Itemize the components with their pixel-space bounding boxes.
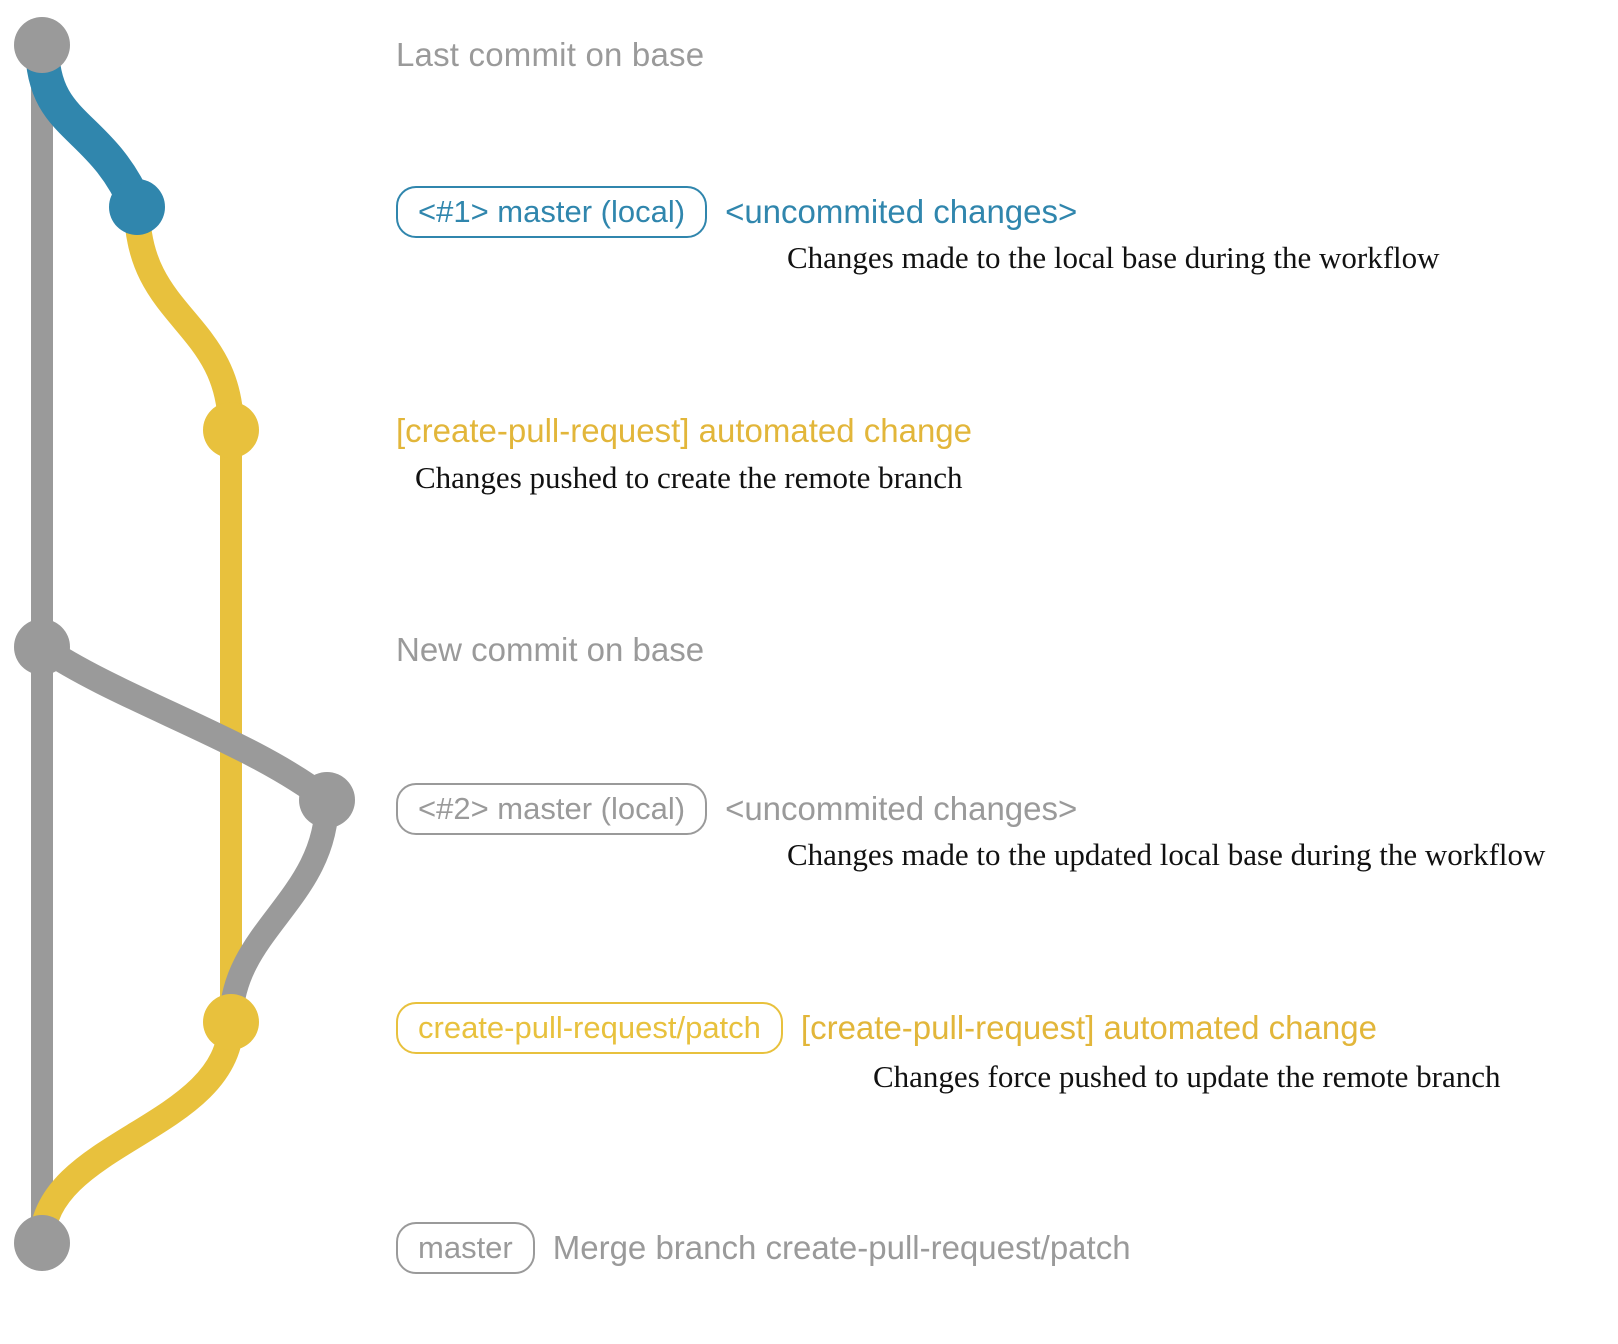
branch-line-patch-1	[124, 194, 244, 443]
node-last-commit-base[interactable]	[14, 17, 70, 73]
branch-line-local-2-to-patch	[219, 788, 339, 1034]
row-merge-master: master Merge branch create-pull-request/…	[396, 1222, 1131, 1274]
node-master-local-1[interactable]	[109, 179, 165, 235]
commit-message-merge-branch: Merge branch create-pull-request/patch	[552, 1229, 1131, 1266]
commit-message-automated-change-1: [create-pull-request] automated change	[396, 412, 973, 449]
badge-create-pull-request-patch[interactable]: create-pull-request/patch	[396, 1002, 783, 1054]
commit-message-automated-change-2: [create-pull-request] automated change	[800, 1009, 1377, 1046]
commit-message-uncommited-changes-2: <uncommited changes>	[725, 790, 1078, 827]
row-automated-change-2: create-pull-request/patch [create-pull-r…	[396, 1002, 1377, 1054]
badge-master-local-2[interactable]: <#2> master (local)	[396, 783, 708, 835]
commit-message-uncommited-changes-1: <uncommited changes>	[725, 193, 1078, 230]
badge-master[interactable]: master	[396, 1222, 535, 1274]
row-last-commit-on-base: Last commit on base	[396, 36, 704, 74]
node-automated-change-2[interactable]	[203, 994, 259, 1050]
description-updated-local-workflow: Changes made to the updated local base d…	[787, 837, 1546, 872]
commit-message-new-commit-on-base: New commit on base	[396, 631, 705, 668]
commit-message-last-commit-on-base: Last commit on base	[396, 36, 705, 73]
node-master-local-2[interactable]	[299, 772, 355, 828]
description-force-pushed-update: Changes force pushed to update the remot…	[873, 1059, 1501, 1094]
node-merge-master[interactable]	[14, 1215, 70, 1271]
branch-line-local-2	[29, 634, 340, 813]
node-new-commit-base[interactable]	[14, 619, 70, 675]
branch-line-patch-merge	[29, 1009, 244, 1256]
node-automated-change-1[interactable]	[203, 402, 259, 458]
row-master-local-1: <#1> master (local) <uncommited changes>	[396, 186, 1077, 238]
badge-master-local-1[interactable]: <#1> master (local)	[396, 186, 708, 238]
description-local-workflow: Changes made to the local base during th…	[787, 240, 1440, 275]
description-pushed-create-remote: Changes pushed to create the remote bran…	[415, 460, 963, 495]
row-master-local-2: <#2> master (local) <uncommited changes>	[396, 783, 1077, 835]
